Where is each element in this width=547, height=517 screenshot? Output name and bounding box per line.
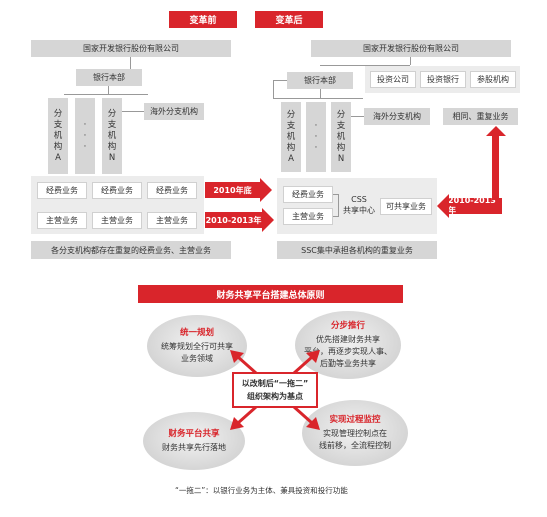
principle-platform-sharing: 财务平台共享 财务共享先行落地 xyxy=(143,412,245,470)
after-subsidiary-equity-institutions: 参股机构 xyxy=(470,71,516,88)
principles-title-bar xyxy=(138,285,403,303)
before-connector-hbar xyxy=(64,94,148,95)
before-overseas-box: 海外分支机构 xyxy=(144,103,204,120)
before-hq-box: 银行本部 xyxy=(76,69,142,86)
after-expense-box: 经费业务 xyxy=(283,186,333,203)
after-overseas-box: 海外分支机构 xyxy=(364,108,430,125)
after-shareable-box: 可共享业务 xyxy=(380,198,432,215)
center-principle-line1: 以改制后“一拖二” xyxy=(241,379,309,388)
after-branch-dots: ··· xyxy=(306,102,326,172)
after-company-box: 国家开发银行股份有限公司 xyxy=(311,40,511,57)
center-principle-box: 以改制后“一拖二” 组织架构为基点 xyxy=(232,372,318,408)
after-connector-left-loop xyxy=(273,80,287,81)
before-main-item-3: 主营业务 xyxy=(147,212,197,229)
after-connector-company-down xyxy=(410,57,411,65)
principle-phased-rollout-head: 分步推行 xyxy=(330,321,365,331)
arrow-2010-2013-left-head xyxy=(262,208,274,232)
after-main-box: 主营业务 xyxy=(283,208,333,225)
arrow-2010-head xyxy=(260,178,272,202)
after-subsidiary-investment-company: 投资公司 xyxy=(370,71,416,88)
before-expense-item-3: 经费业务 xyxy=(147,182,197,199)
principle-phased-rollout: 分步推行 优先搭建财务共享 平台，再逐步实现人事、 后勤等业务共享 xyxy=(295,311,401,379)
principle-unified-planning-head: 统一规划 xyxy=(179,328,214,338)
arrow-2010: 2010年底 xyxy=(205,182,260,198)
center-principle-line2: 组织架构为基点 xyxy=(247,392,303,401)
after-connector-hq-down xyxy=(320,89,321,98)
principle-phased-rollout-line3: 后勤等业务共享 xyxy=(320,359,376,368)
principle-unified-planning-line1: 统筹规划全行可共享 xyxy=(161,342,233,351)
principle-process-monitoring-head: 实现过程监控 xyxy=(329,415,381,425)
after-caption: SSC集中承担各机构的重复业务 xyxy=(277,241,437,259)
footnote: “一拖二”：以银行业务为主体、兼具投资和投行功能 xyxy=(175,486,348,495)
after-header-tag: 变革后 xyxy=(255,11,323,28)
arrow-2010-2013-right-head xyxy=(437,194,449,218)
after-related-box: 相同、重复业务 xyxy=(443,108,518,125)
principle-process-monitoring-line1: 实现管理控制点在 xyxy=(323,429,387,438)
arrow-right-up-head xyxy=(486,126,506,136)
principle-process-monitoring-line2: 线前移，全流程控制 xyxy=(319,441,391,450)
after-connector-hbar-top xyxy=(320,65,410,66)
arrow-right-vertical xyxy=(492,134,499,200)
after-subsidiary-investment-bank: 投资银行 xyxy=(420,71,466,88)
after-hq-box: 银行本部 xyxy=(287,72,353,89)
before-expense-item-1: 经费业务 xyxy=(37,182,87,199)
after-ssc-bracket xyxy=(333,194,339,217)
after-connector-overseas xyxy=(340,116,364,117)
before-connector-overseas xyxy=(108,111,144,112)
before-connector-company-hq xyxy=(130,57,131,69)
principle-unified-planning: 统一规划 统筹规划全行可共享 业务领域 xyxy=(147,315,247,377)
arrow-2010-2013-left: 2010-2013年 xyxy=(205,212,262,228)
principle-platform-sharing-head: 财务平台共享 xyxy=(168,429,220,439)
principle-phased-rollout-line2: 平台，再逐步实现人事、 xyxy=(304,347,392,356)
before-branch-dots: ··· xyxy=(75,98,95,174)
principle-unified-planning-line2: 业务领域 xyxy=(181,354,213,363)
before-caption: 各分支机构都存在重复的经费业务、主营业务 xyxy=(31,241,231,259)
principles-title: 财务共享平台搭建总体原则 xyxy=(216,290,325,301)
before-expense-item-2: 经费业务 xyxy=(92,182,142,199)
principle-platform-sharing-line1: 财务共享先行落地 xyxy=(162,443,226,452)
before-header-tag: 变革前 xyxy=(169,11,237,28)
arrow-2010-2013-right: 2010-2013年 xyxy=(448,196,502,215)
principle-phased-rollout-line1: 优先搭建财务共享 xyxy=(316,335,380,344)
before-main-item-2: 主营业务 xyxy=(92,212,142,229)
before-company-box: 国家开发银行股份有限公司 xyxy=(31,40,231,57)
before-connector-hq-down xyxy=(108,86,109,94)
principle-process-monitoring: 实现过程监控 实现管理控制点在 线前移，全流程控制 xyxy=(302,400,408,466)
after-connector-hbar xyxy=(273,98,363,99)
before-main-item-1: 主营业务 xyxy=(37,212,87,229)
after-connector-left-vertical xyxy=(273,80,274,98)
